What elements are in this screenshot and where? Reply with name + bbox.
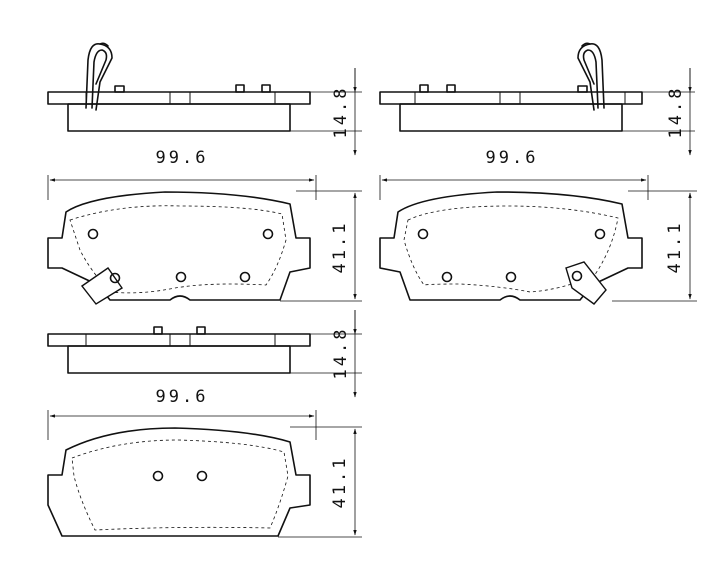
pad-b-hole (417, 228, 429, 240)
pad-c-height-label: 41.1 (330, 456, 350, 509)
pad-a-height-dimension: 41.1 (280, 190, 362, 302)
pad-c-thickness-label: 14.8 (331, 327, 351, 380)
pad-a-height-label: 41.1 (330, 221, 350, 274)
pad-a-front-view (47, 191, 311, 305)
pad-c-front-view (47, 427, 311, 537)
pad-b-hole (441, 271, 453, 283)
pad-a-width-dimension: 99.6 (47, 148, 317, 200)
pad-a-tab (80, 267, 123, 305)
pad-a-hole (239, 271, 251, 283)
pad-a-width-label: 99.6 (156, 148, 209, 168)
pad-b-width-dimension: 99.6 (379, 148, 649, 200)
pad-c-side-view (47, 326, 311, 374)
pad-c-hole (196, 470, 208, 482)
pad-b-thickness-dimension: 14.8 (622, 68, 695, 156)
pad-c-thickness-dimension: 14.8 (290, 310, 362, 398)
pad-b-tab (565, 261, 607, 305)
pad-c-width-label: 99.6 (156, 387, 209, 407)
clip-spring-icon (85, 42, 113, 111)
pad-a-thickness-label: 14.8 (331, 86, 351, 139)
pad-b-height-dimension: 41.1 (612, 190, 697, 302)
pad-a-hole (175, 271, 187, 283)
pad-c-height-dimension: 41.1 (278, 426, 362, 538)
pad-b-front-view (379, 191, 643, 305)
pad-b-thickness-label: 14.8 (666, 86, 686, 139)
pad-b-height-label: 41.1 (665, 221, 685, 274)
pad-b-side-view (379, 42, 643, 132)
pad-a-thickness-dimension: 14.8 (290, 68, 362, 156)
pad-c-width-dimension: 99.6 (47, 387, 317, 440)
pad-b-hole (505, 271, 517, 283)
clip-spring-icon (577, 42, 605, 111)
pad-b-width-label: 99.6 (486, 148, 539, 168)
pad-a-side-view (47, 42, 311, 132)
pad-a-hole (87, 228, 99, 240)
pad-c-hole (152, 470, 164, 482)
pad-a-hole (262, 228, 274, 240)
pad-b-hole (594, 228, 606, 240)
